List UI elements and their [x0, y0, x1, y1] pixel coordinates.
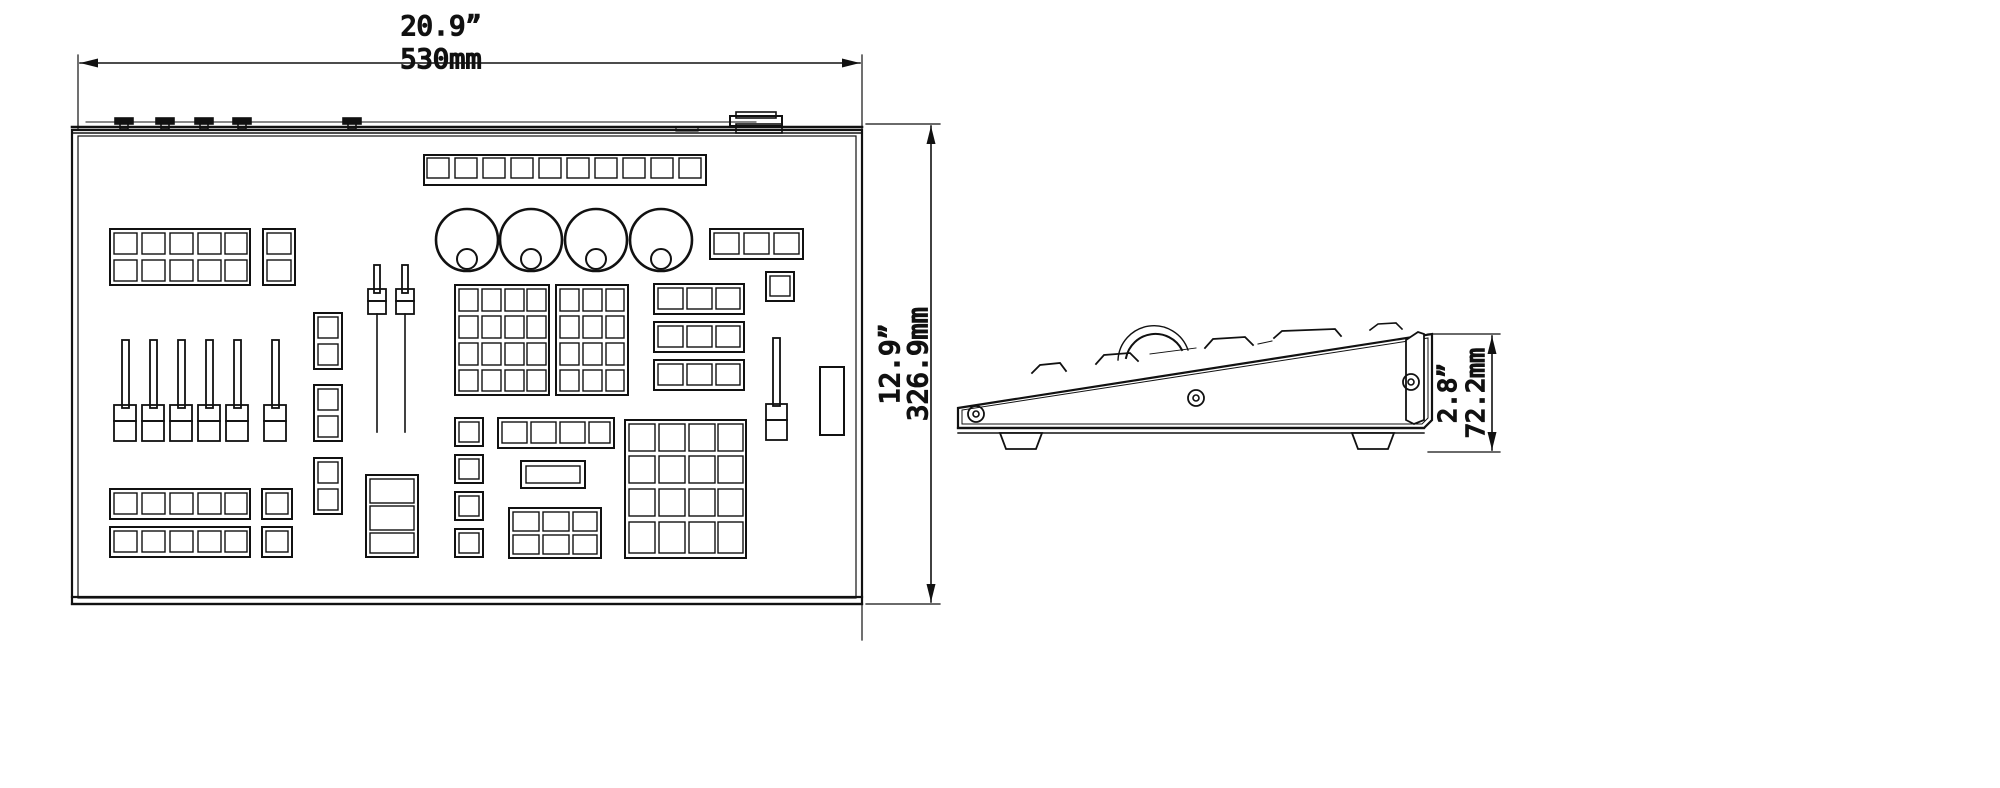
grid-top-left-5x2[interactable]	[109, 228, 251, 286]
fader	[169, 339, 193, 442]
rear-port-block	[729, 111, 783, 134]
side-view	[956, 322, 1434, 450]
grid-lower-left[interactable]	[109, 488, 293, 558]
square-button	[454, 454, 484, 484]
width-inch-label: 20.9”	[400, 11, 481, 42]
square-button	[454, 417, 484, 447]
encoder-wheel	[434, 207, 500, 273]
encoder-wheel	[628, 207, 694, 273]
screw-left	[967, 405, 985, 423]
rear-connector	[155, 117, 175, 130]
grid-center-mid-3x4[interactable]	[555, 284, 629, 396]
fader	[225, 339, 249, 442]
fader-bank-left[interactable]	[113, 339, 287, 442]
display-block[interactable]	[520, 460, 586, 489]
trackpad[interactable]	[819, 366, 845, 436]
foot-right	[1350, 432, 1396, 450]
button-pair	[313, 457, 343, 515]
rear-connector	[232, 117, 252, 130]
square-button	[454, 491, 484, 521]
foot-left	[998, 432, 1044, 450]
height-mm-label: 72.2mm	[1461, 348, 1490, 438]
grid-center-left-4x4[interactable]	[454, 284, 550, 396]
rear-connector	[342, 117, 362, 130]
fader	[141, 339, 165, 442]
fader	[395, 264, 415, 433]
top-button-row[interactable]	[423, 154, 707, 186]
square-button-column[interactable]	[454, 417, 484, 558]
square-button	[454, 528, 484, 558]
fader-right[interactable]	[765, 337, 788, 441]
rear-connector	[194, 117, 214, 130]
dimension-depth	[865, 123, 941, 605]
encoder-wheel	[498, 207, 564, 273]
grid-top-right-3x1[interactable]	[709, 228, 804, 260]
grid-center-right-3x3[interactable]	[653, 283, 745, 391]
rear-connector	[114, 117, 134, 130]
rear-connector-strip	[114, 111, 783, 134]
button-pair	[313, 384, 343, 442]
fader	[263, 339, 287, 442]
dimension-height	[1427, 333, 1501, 453]
depth-inch-label: 12.9”	[875, 323, 906, 404]
screw-center	[1187, 389, 1205, 407]
fader-bank-center[interactable]	[367, 264, 415, 433]
height-inch-label: 2.8”	[1433, 363, 1462, 423]
grid-mid-row-4x1[interactable]	[497, 417, 615, 449]
screw-right	[1402, 373, 1420, 391]
encoder-wheel-row[interactable]	[434, 207, 694, 273]
grid-right-single[interactable]	[765, 271, 795, 302]
fader	[197, 339, 221, 442]
width-mm-label: 530mm	[400, 44, 481, 75]
grid-bottom-3x2[interactable]	[508, 507, 602, 559]
button-column-left[interactable]	[313, 312, 343, 515]
button-pair	[313, 312, 343, 370]
grid-top-left-1x2[interactable]	[262, 228, 296, 286]
fader	[113, 339, 137, 442]
rocker-switch-stack[interactable]	[365, 474, 419, 558]
grid-big-right-4x4[interactable]	[624, 419, 747, 559]
depth-mm-label: 326.9mm	[903, 307, 934, 421]
fader	[367, 264, 387, 433]
encoder-wheel	[563, 207, 629, 273]
